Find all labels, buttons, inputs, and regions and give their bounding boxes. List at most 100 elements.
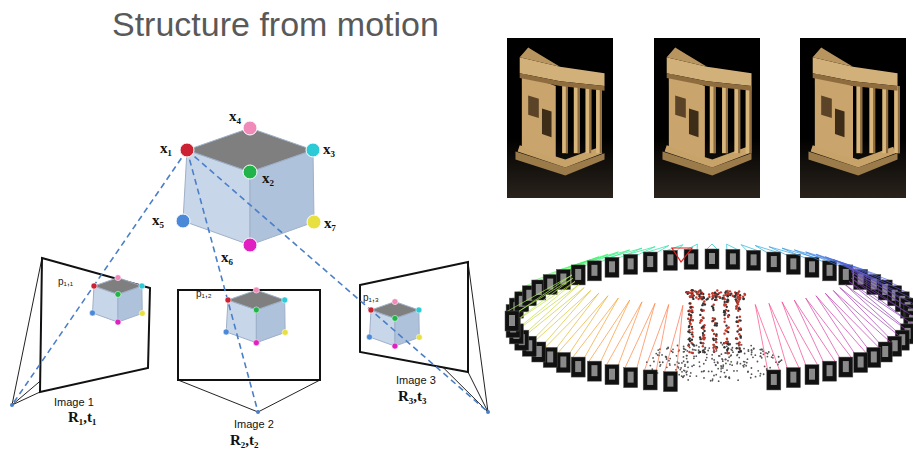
thumbnail-content bbox=[509, 315, 515, 326]
thumbnail-content bbox=[547, 351, 553, 362]
thumbnail-content bbox=[809, 261, 815, 272]
cloud-point bbox=[713, 359, 715, 361]
cloud-point bbox=[751, 367, 753, 369]
point-label: x₅ bbox=[152, 212, 164, 229]
cloud-point bbox=[724, 301, 726, 303]
cloud-point bbox=[700, 292, 702, 294]
camera-frustum bbox=[769, 247, 799, 256]
cloud-point bbox=[694, 290, 696, 292]
temple-column bbox=[734, 86, 740, 153]
thumbnail-content bbox=[771, 256, 777, 267]
column-shade bbox=[898, 86, 900, 153]
cloud-point bbox=[717, 293, 719, 295]
point-marker bbox=[243, 121, 257, 135]
cloud-point bbox=[703, 363, 705, 365]
camera-thumbnail bbox=[505, 311, 519, 331]
cloud-point bbox=[688, 338, 690, 340]
cloud-point bbox=[724, 294, 726, 296]
cloud-point bbox=[738, 290, 740, 292]
cloud-point bbox=[726, 369, 728, 371]
point-label: x₁ bbox=[160, 140, 172, 157]
cloud-point bbox=[703, 334, 705, 336]
camera-center bbox=[486, 410, 490, 414]
slide-title: Structure from motion bbox=[112, 6, 439, 43]
cloud-point bbox=[661, 354, 663, 356]
camera-thumbnail bbox=[786, 368, 800, 388]
cloud-point bbox=[702, 325, 704, 327]
point-marker bbox=[366, 334, 372, 340]
cloud-point bbox=[683, 375, 685, 377]
camera-frustum bbox=[840, 288, 901, 338]
cloud-point bbox=[737, 325, 739, 327]
camera-frustum bbox=[519, 278, 573, 318]
point-marker bbox=[253, 340, 259, 346]
camera-thumbnail bbox=[823, 361, 837, 381]
cloud-point bbox=[727, 292, 729, 294]
cloud-point bbox=[706, 357, 708, 359]
projection-label: p₁,₃ bbox=[363, 292, 379, 303]
cloud-point bbox=[688, 313, 690, 315]
camera-ring-front bbox=[505, 275, 913, 392]
cloud-point bbox=[672, 348, 674, 350]
temple-wall bbox=[669, 73, 705, 159]
column-shade bbox=[860, 86, 862, 153]
cloud-point bbox=[716, 341, 718, 343]
cloud-point bbox=[678, 362, 680, 364]
camera-highlight bbox=[672, 248, 692, 262]
cloud-point bbox=[734, 296, 736, 298]
camera-thumbnail bbox=[605, 365, 619, 385]
thumbnail-content bbox=[667, 376, 673, 387]
point-label: x₆ bbox=[221, 249, 233, 266]
cloud-point bbox=[739, 319, 741, 321]
cloud-point bbox=[689, 318, 691, 320]
cloud-point bbox=[738, 347, 740, 349]
point-marker bbox=[392, 315, 398, 321]
camera-frustum bbox=[840, 288, 889, 338]
cloud-point bbox=[766, 356, 768, 358]
cloud-point bbox=[726, 345, 728, 347]
point-marker bbox=[223, 329, 229, 335]
camera-frustum bbox=[806, 298, 840, 358]
cloud-point bbox=[669, 363, 671, 365]
cloud-point bbox=[761, 349, 763, 351]
camera-frustum bbox=[584, 298, 618, 358]
camera-frustum bbox=[523, 288, 584, 338]
cloud-point bbox=[722, 367, 724, 369]
thumbnail-content bbox=[647, 374, 653, 385]
cloud-point bbox=[672, 351, 674, 353]
cloud-point bbox=[716, 289, 718, 291]
cloud-point bbox=[668, 360, 670, 362]
cloud-point bbox=[688, 351, 690, 353]
thumbnail-content bbox=[843, 361, 849, 372]
cloud-point bbox=[700, 319, 702, 321]
temple-column bbox=[562, 86, 568, 153]
camera-thumbnail bbox=[854, 352, 868, 372]
cloud-point bbox=[691, 319, 693, 321]
point-marker bbox=[115, 291, 121, 297]
cloud-point bbox=[747, 371, 749, 373]
temple-column bbox=[710, 86, 716, 153]
camera-frustum bbox=[556, 293, 599, 348]
cloud-point bbox=[740, 363, 742, 365]
cloud-point bbox=[759, 375, 761, 377]
cloud-point bbox=[703, 309, 705, 311]
thumbnail-content bbox=[843, 269, 849, 280]
cloud-point bbox=[729, 290, 731, 292]
point-marker bbox=[89, 310, 95, 316]
camera-frustum bbox=[782, 302, 806, 366]
cloud-point bbox=[716, 322, 718, 324]
cloud-point bbox=[754, 354, 756, 356]
camera-frustum bbox=[544, 293, 599, 348]
cloud-point bbox=[723, 314, 725, 316]
point-marker bbox=[416, 307, 422, 313]
temple-roof bbox=[667, 48, 707, 67]
cloud-point bbox=[702, 342, 704, 344]
cloud-point bbox=[695, 296, 697, 298]
cloud-point bbox=[736, 370, 738, 372]
camera-thumbnail bbox=[805, 365, 819, 385]
cloud-point bbox=[700, 338, 702, 340]
photo-background bbox=[507, 38, 613, 198]
cloud-point bbox=[744, 353, 746, 355]
camera-thumbnail bbox=[643, 370, 657, 390]
cloud-point bbox=[687, 379, 689, 381]
